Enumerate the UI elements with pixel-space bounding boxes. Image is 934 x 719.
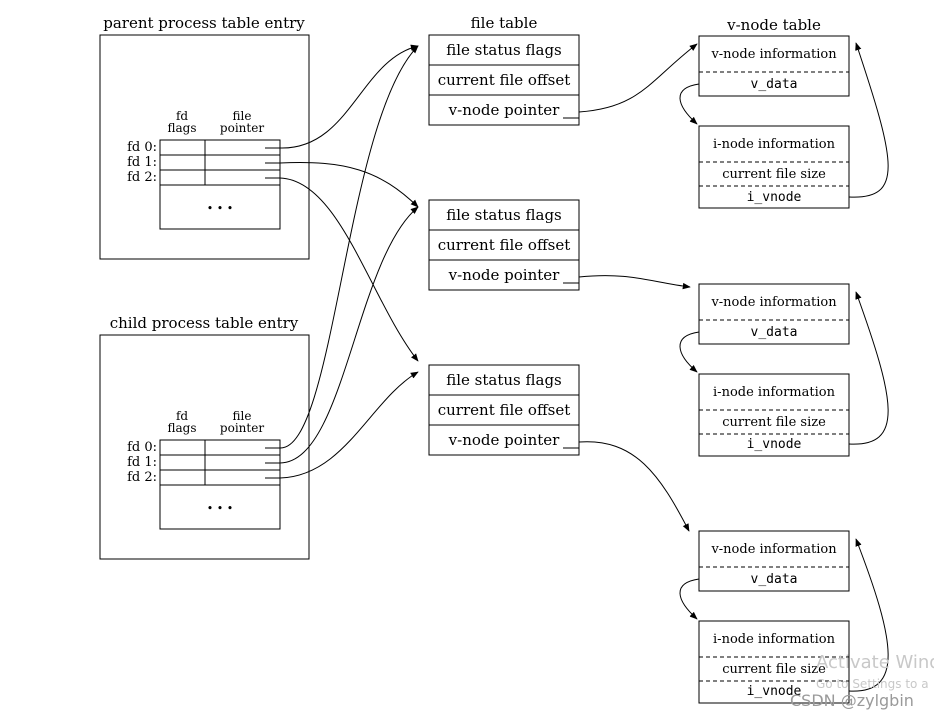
fd-pointer-arrows — [279, 44, 419, 479]
activate-windows-text: Activate Wind — [816, 652, 934, 673]
inode-information-1: i-node information — [713, 137, 836, 152]
child-col-file-label: file — [233, 409, 252, 423]
parent-ellipsis: • • • — [207, 202, 233, 215]
i-vnode-3: i_vnode — [747, 684, 802, 699]
parent-process-table: parent process table entry fd flags file… — [99, 14, 310, 260]
parent-col-fd-label: fd — [176, 109, 188, 123]
vnode-information-3: v-node information — [710, 542, 837, 557]
vnode-table-title: v-node table — [726, 16, 821, 34]
i-vnode-arrow-3 — [848, 538, 889, 692]
vnode-pointer-1: v-node pointer — [448, 101, 560, 119]
child-col-fd-label: fd — [176, 409, 188, 423]
vnode-pointer-2: v-node pointer — [448, 266, 560, 284]
current-file-size-2: current file size — [722, 415, 826, 430]
child-col-pointer-label: pointer — [220, 421, 264, 435]
current-file-offset-2: current file offset — [438, 236, 570, 254]
child-fd0-label: fd 0: — [127, 440, 157, 455]
vnode-entry-2: v-node information v_data i-node informa… — [698, 283, 850, 457]
vnode-ptr-arrow-2 — [578, 275, 691, 290]
inode-information-3: i-node information — [713, 632, 836, 647]
vnode-internal-arrows — [679, 42, 889, 692]
v-data-arrow-2 — [679, 331, 700, 373]
v-data-3: v_data — [751, 572, 798, 587]
parent-fd0-arrow — [279, 44, 419, 149]
inode-information-2: i-node information — [713, 385, 836, 400]
csdn-watermark-text: CSDN @zylgbin — [790, 691, 914, 710]
parent-col-file-label: file — [233, 109, 252, 123]
i-vnode-2: i_vnode — [747, 437, 802, 452]
parent-fd2-arrow — [279, 177, 419, 362]
v-data-1: v_data — [751, 77, 798, 92]
v-data-arrow-3 — [679, 578, 700, 620]
parent-fd1-arrow — [279, 162, 419, 208]
watermark: Activate Wind Go to Settings to a CSDN @… — [790, 652, 934, 710]
i-vnode-arrow-1 — [848, 42, 889, 198]
child-process-title: child process table entry — [110, 314, 299, 332]
file-status-flags-2: file status flags — [446, 206, 562, 224]
parent-process-title: parent process table entry — [103, 14, 305, 32]
child-fd2-label: fd 2: — [127, 470, 157, 485]
child-col-flags-label: flags — [168, 421, 197, 435]
vnode-pointer-3: v-node pointer — [448, 431, 560, 449]
child-ellipsis: • • • — [207, 502, 233, 515]
file-table-entry-2: file status flags current file offset v-… — [428, 199, 580, 291]
file-status-flags-3: file status flags — [446, 371, 562, 389]
vnode-pointer-arrows — [578, 43, 698, 532]
current-file-offset-3: current file offset — [438, 401, 570, 419]
child-fd2-arrow — [279, 371, 419, 479]
child-process-table: child process table entry fd flags file … — [99, 314, 310, 560]
v-data-arrow-1 — [679, 83, 700, 125]
go-to-settings-text: Go to Settings to a — [816, 677, 929, 691]
vnode-information-2: v-node information — [710, 295, 837, 310]
parent-fd0-label: fd 0: — [127, 140, 157, 155]
vnode-entry-1: v-node information v_data i-node informa… — [698, 35, 850, 209]
current-file-size-3: current file size — [722, 662, 826, 677]
child-fd1-arrow — [279, 206, 419, 464]
i-vnode-arrow-2 — [848, 291, 889, 445]
file-table-entry-1: file status flags current file offset v-… — [428, 34, 580, 126]
vnode-information-1: v-node information — [710, 47, 837, 62]
i-vnode-1: i_vnode — [747, 190, 802, 205]
file-table-title: file table — [471, 14, 538, 32]
vnode-ptr-arrow-1 — [578, 43, 698, 113]
child-fd0-arrow — [279, 45, 419, 449]
v-data-2: v_data — [751, 325, 798, 340]
parent-fd1-label: fd 1: — [127, 155, 157, 170]
parent-col-flags-label: flags — [168, 121, 197, 135]
file-status-flags-1: file status flags — [446, 41, 562, 59]
current-file-size-1: current file size — [722, 167, 826, 182]
parent-fd2-label: fd 2: — [127, 170, 157, 185]
vnode-ptr-arrow-3 — [578, 441, 690, 532]
child-fd1-label: fd 1: — [127, 455, 157, 470]
current-file-offset-1: current file offset — [438, 71, 570, 89]
file-table-entry-3: file status flags current file offset v-… — [428, 364, 580, 456]
parent-col-pointer-label: pointer — [220, 121, 264, 135]
vnode-entry-3: v-node information v_data i-node informa… — [698, 530, 850, 704]
